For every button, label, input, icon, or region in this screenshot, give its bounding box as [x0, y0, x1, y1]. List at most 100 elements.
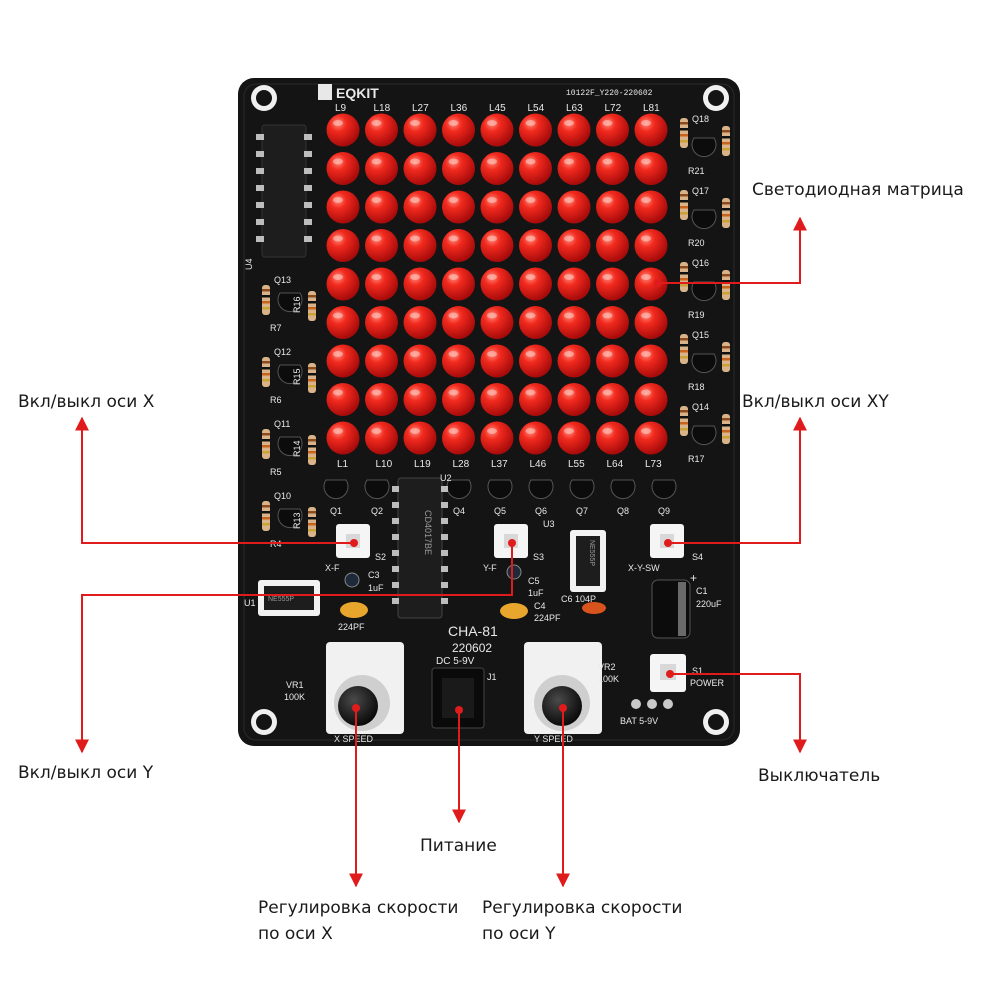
capacitor-body	[506, 564, 522, 580]
led-highlight	[371, 274, 382, 280]
led	[596, 344, 629, 378]
resistor-band	[308, 313, 316, 316]
transistor-label: Q10	[274, 491, 291, 501]
led-highlight	[525, 351, 536, 357]
chip-pin	[392, 502, 399, 508]
resistor-band	[308, 451, 316, 454]
led	[596, 383, 629, 416]
resistor-band	[680, 284, 688, 287]
resistor-band	[308, 511, 316, 514]
led	[480, 306, 514, 339]
mounting-hole-center	[256, 90, 272, 106]
transistor-label: Q6	[535, 506, 547, 516]
transistor	[691, 209, 717, 230]
transistor-label: Q15	[692, 330, 709, 340]
label-power: Питание	[420, 833, 497, 859]
capacitor-body	[500, 603, 528, 619]
led	[442, 421, 475, 455]
led-highlight	[525, 428, 536, 434]
resistor-label: R14	[292, 440, 302, 457]
transistor-label: Q14	[692, 402, 709, 412]
capacitor-c6: C6 104P	[561, 594, 606, 614]
callout-y-axis	[75, 543, 513, 754]
pcb-edge	[243, 83, 735, 741]
resistor-band	[722, 208, 730, 211]
led-column-label: L72	[605, 103, 622, 114]
capacitor-value-c2: 224PF	[338, 622, 365, 632]
led-highlight	[564, 120, 574, 126]
potentiometer-vr2[interactable]: VR2 100K Y SPEED	[524, 642, 619, 744]
led-highlight	[641, 158, 651, 165]
led-highlight	[487, 158, 497, 165]
mounting-holes	[251, 85, 729, 735]
transistor-label: Q2	[371, 506, 383, 516]
pad	[631, 699, 641, 709]
chip-pins	[392, 486, 448, 604]
led	[557, 190, 591, 224]
led	[519, 267, 552, 301]
resistor-band	[680, 266, 688, 269]
resistor-band	[680, 194, 688, 197]
pot-text-x-speed: X SPEED	[334, 734, 374, 744]
pot-text-y-speed: Y SPEED	[534, 734, 573, 744]
capacitor-c5: C5 1uF	[506, 564, 544, 598]
resistor-band	[680, 128, 688, 131]
led	[403, 190, 437, 224]
led	[403, 113, 437, 147]
chip-pin	[256, 151, 264, 157]
resistor-band	[680, 350, 688, 353]
led-column-label: L46	[530, 459, 547, 470]
switch-label-s1: S1	[692, 666, 703, 676]
resistor-band	[722, 352, 730, 355]
resistor-band	[308, 529, 316, 532]
led-column-label: L10	[376, 459, 393, 470]
led	[519, 344, 552, 378]
capacitor-body	[344, 572, 360, 588]
capacitor-body	[340, 602, 368, 618]
transistor	[691, 137, 717, 158]
led-highlight	[602, 120, 613, 126]
power-jack[interactable]: J1	[431, 667, 497, 729]
label-speed-y-line1: Регулировка скорости	[482, 898, 683, 918]
led	[557, 306, 591, 339]
capacitor-stripe	[678, 582, 686, 636]
resistor-band	[680, 140, 688, 143]
pad	[647, 699, 657, 709]
board-model: CHA-81	[448, 623, 498, 639]
resistor-band	[722, 214, 730, 217]
resistor-label: R6	[270, 395, 282, 405]
led	[634, 383, 668, 416]
chip-pin	[304, 219, 312, 225]
led-highlight	[448, 120, 459, 126]
label-led-matrix: Светодиодная матрица	[752, 177, 964, 203]
led	[480, 383, 514, 416]
resistor-label: R18	[688, 382, 705, 392]
led-highlight	[564, 428, 574, 434]
resistor-band	[722, 280, 730, 283]
led-column-label: L37	[491, 459, 508, 470]
resistor-band	[308, 379, 316, 382]
led	[557, 267, 591, 301]
resistor-band	[722, 142, 730, 145]
capacitor-label-c3: C3	[368, 570, 380, 580]
switch-label-s4: S4	[692, 552, 703, 562]
led	[442, 267, 475, 301]
chip-pin	[392, 550, 399, 556]
chip-pin	[256, 168, 264, 174]
led-highlight	[564, 158, 574, 165]
resistor-label: R17	[688, 454, 705, 464]
led-highlight	[602, 197, 613, 203]
chip-pins	[256, 134, 312, 242]
resistor-band	[308, 445, 316, 448]
transistor	[610, 479, 636, 500]
led-highlight	[333, 235, 343, 242]
led-highlight	[371, 235, 382, 242]
label-xy-axis-text: Вкл/выкл оси XY	[742, 392, 889, 412]
led	[326, 344, 360, 378]
switch-text-power: POWER	[690, 678, 725, 688]
led	[326, 306, 360, 339]
resistor-band	[308, 517, 316, 520]
resistor-band	[722, 430, 730, 433]
led-highlight	[487, 120, 497, 126]
resistor-band	[262, 445, 270, 448]
